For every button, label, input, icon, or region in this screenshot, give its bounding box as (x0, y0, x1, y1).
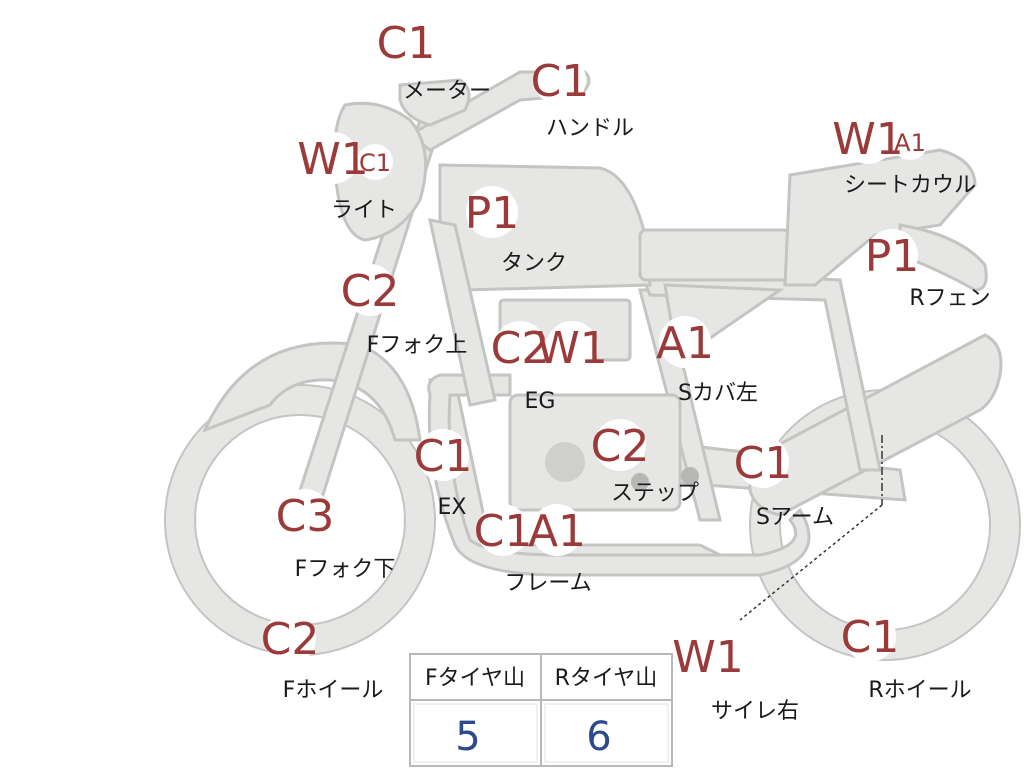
label-f-wheel: Fホイール (283, 678, 384, 703)
code-f-fork-upper: C2 (341, 266, 400, 317)
label-eg: EG (525, 389, 556, 414)
code-frame-a: A1 (528, 506, 586, 557)
label-tank: タンク (501, 251, 567, 276)
muffler (748, 333, 1003, 517)
code-ex: C1 (414, 431, 473, 482)
code-eg-w: W1 (536, 323, 608, 374)
label-step: ステップ (611, 481, 699, 506)
label-s-arm: Sアーム (756, 505, 834, 530)
label-frame: フレーム (504, 571, 591, 596)
label-ex: EX (438, 495, 467, 520)
code-silencer-right: W1 (672, 632, 744, 683)
code-light-w: W1 (297, 134, 369, 185)
code-f-fork-lower: C3 (276, 491, 335, 542)
code-eg-c: C2 (491, 323, 550, 374)
code-texts: C1 C1 W1 C1 W1 A1 P1 P1 C2 C2 W1 A1 C1 C… (261, 18, 926, 683)
tire-value-front: 5 (455, 714, 480, 760)
code-badges (264, 16, 928, 682)
code-r-fender: P1 (865, 231, 920, 282)
label-f-fork-lower: Fフォク下 (295, 557, 396, 582)
code-r-wheel: C1 (841, 612, 900, 663)
rear-fender (898, 223, 988, 292)
front-fender (202, 341, 422, 442)
label-silencer-right: サイレ右 (711, 699, 799, 724)
code-seat-cowl-w: W1 (832, 114, 904, 165)
label-meter: メーター (403, 79, 491, 104)
label-s-cover-left: Sカバ左 (678, 381, 758, 406)
code-seat-cowl-a: A1 (894, 129, 926, 157)
label-handle: ハンドル (546, 116, 634, 141)
label-r-wheel: Rホイール (868, 678, 971, 703)
label-seat-cowl: シートカウル (844, 173, 976, 198)
tire-tread-table: Fタイヤ山 Rタイヤ山 5 6 (409, 653, 673, 767)
code-light-c: C1 (359, 149, 391, 177)
code-frame-c: C1 (474, 506, 533, 557)
code-s-cover-left: A1 (656, 318, 714, 369)
label-r-fender: Rフェン (909, 286, 990, 311)
tire-value-rear: 6 (586, 714, 611, 760)
code-meter: C1 (377, 18, 436, 69)
code-tank: P1 (465, 188, 520, 239)
code-s-arm: C1 (734, 438, 793, 489)
code-handle: C1 (531, 56, 590, 107)
meter-body (398, 78, 471, 127)
seat-cowl (783, 148, 977, 287)
label-light: ライト (331, 198, 397, 223)
code-f-wheel: C2 (261, 614, 320, 665)
part-labels: メーター ハンドル ライト シートカウル タンク Rフェン Fフォク上 EG S… (283, 79, 991, 724)
tire-header-front: Fタイヤ山 (425, 666, 525, 691)
label-f-fork-upper: Fフォク上 (367, 333, 468, 358)
tire-header-rear: Rタイヤ山 (555, 666, 658, 691)
code-step: C2 (591, 421, 650, 472)
